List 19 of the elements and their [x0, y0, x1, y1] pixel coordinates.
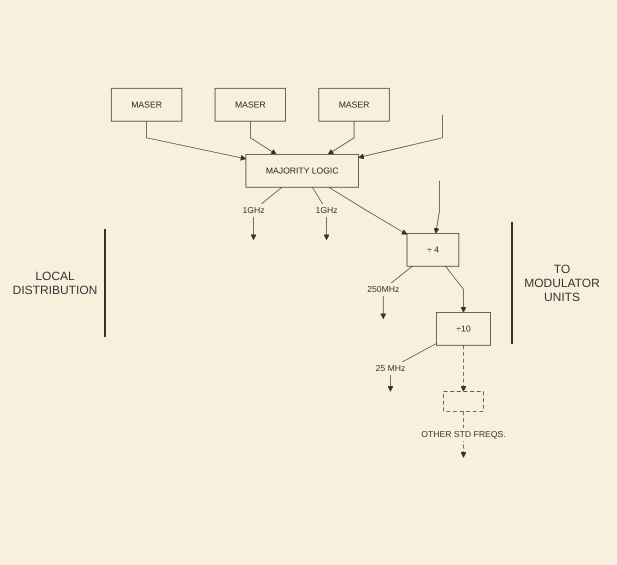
- block-box: MASER: [110, 88, 182, 122]
- block-box: ÷ 4: [406, 232, 460, 266]
- block-box: ÷10: [436, 312, 491, 346]
- arrow: [328, 186, 408, 234]
- bracket-label: TO MODULATOR UNITS: [511, 222, 611, 344]
- block-box: MAJORITY LOGIC: [246, 154, 359, 188]
- arrow: [434, 180, 440, 234]
- arrow: [250, 186, 282, 240]
- arrow: [445, 266, 466, 312]
- arrow: [146, 120, 246, 160]
- arrow: [250, 120, 277, 154]
- bracket-label: LOCAL DISTRIBUTION: [6, 228, 106, 336]
- arrow: [328, 120, 354, 154]
- arrow: [358, 114, 443, 159]
- arrow: [460, 344, 466, 392]
- block-box: MASER: [214, 88, 286, 122]
- arrow: [460, 410, 466, 458]
- arrow: [312, 186, 330, 240]
- block-box: MASER: [318, 88, 390, 122]
